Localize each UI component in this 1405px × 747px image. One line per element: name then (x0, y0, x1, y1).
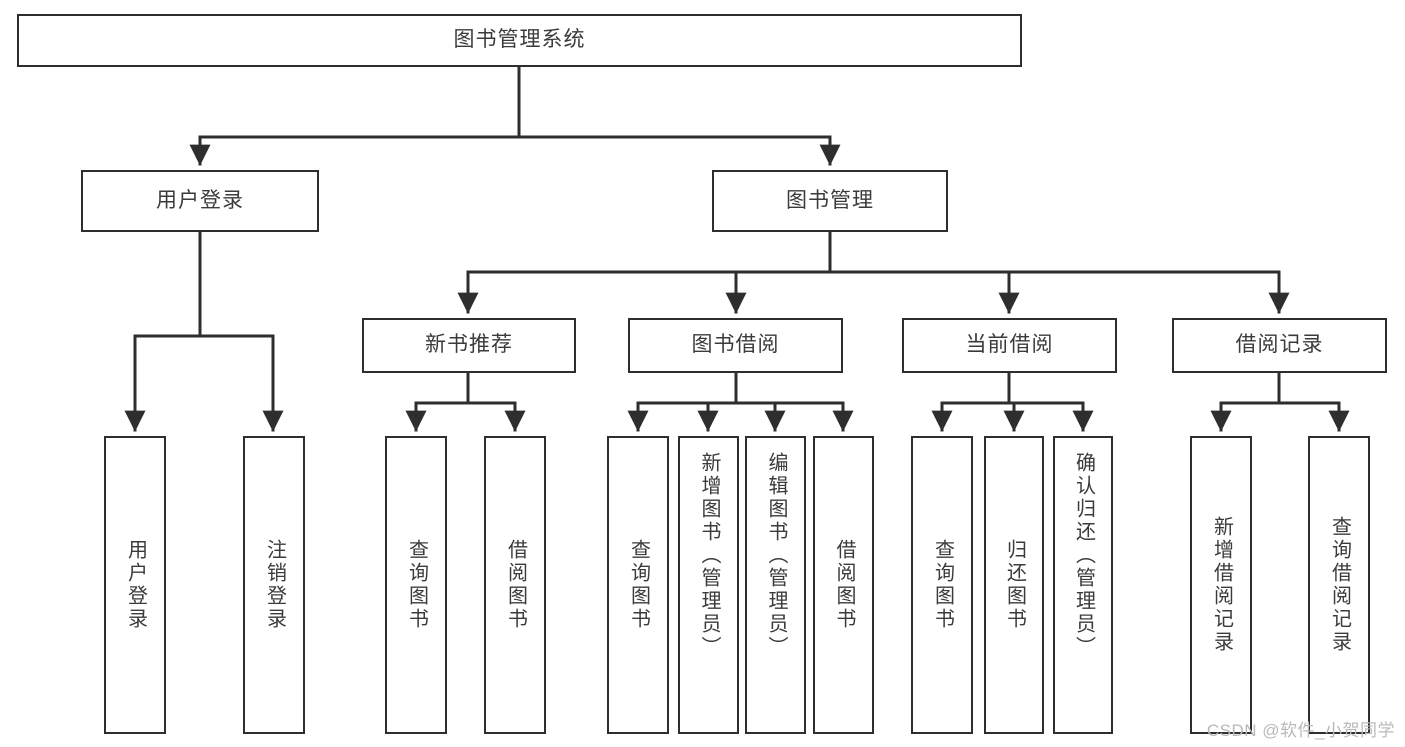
node-leaf-query-book-1[interactable]: 查询图书 (385, 436, 447, 734)
node-leaf-query-book-2-label: 查询图书 (627, 539, 650, 631)
node-leaf-edit-book-admin-label: 编辑图书（管理员） (765, 452, 787, 659)
node-leaf-query-book-1-label: 查询图书 (405, 539, 428, 631)
node-user-login-label: 用户登录 (156, 188, 244, 212)
node-leaf-logout-login[interactable]: 注销登录 (243, 436, 305, 734)
node-borrow-record[interactable]: 借阅记录 (1172, 318, 1387, 373)
node-leaf-logout-login-label: 注销登录 (263, 539, 286, 631)
node-leaf-user-login[interactable]: 用户登录 (104, 436, 166, 734)
node-leaf-return-book[interactable]: 归还图书 (984, 436, 1044, 734)
node-current-borrow[interactable]: 当前借阅 (902, 318, 1117, 373)
node-leaf-borrow-book-2-label: 借阅图书 (833, 539, 855, 631)
node-leaf-query-borrow-record-label: 查询借阅记录 (1328, 516, 1351, 654)
node-new-book-rec-label: 新书推荐 (425, 333, 513, 357)
node-leaf-return-book-label: 归还图书 (1003, 539, 1026, 631)
node-leaf-borrow-book-2[interactable]: 借阅图书 (813, 436, 874, 734)
node-leaf-confirm-return-admin[interactable]: 确认归还（管理员） (1053, 436, 1113, 734)
node-leaf-query-book-3-label: 查询图书 (931, 539, 954, 631)
node-leaf-borrow-book-1[interactable]: 借阅图书 (484, 436, 546, 734)
node-leaf-query-borrow-record[interactable]: 查询借阅记录 (1308, 436, 1370, 734)
node-leaf-add-borrow-record[interactable]: 新增借阅记录 (1190, 436, 1252, 734)
node-new-book-rec[interactable]: 新书推荐 (362, 318, 576, 373)
node-leaf-edit-book-admin[interactable]: 编辑图书（管理员） (745, 436, 806, 734)
node-user-login[interactable]: 用户登录 (81, 170, 319, 232)
csdn-watermark: CSDN @软件_小贺同学 (1206, 721, 1395, 740)
node-borrow-record-label: 借阅记录 (1235, 333, 1324, 357)
node-leaf-borrow-book-1-label: 借阅图书 (504, 539, 527, 631)
node-leaf-add-book-admin[interactable]: 新增图书（管理员） (678, 436, 739, 734)
node-root-label: 图书管理系统 (453, 28, 586, 52)
node-leaf-query-book-2[interactable]: 查询图书 (607, 436, 669, 734)
node-book-borrow[interactable]: 图书借阅 (628, 318, 843, 373)
node-leaf-user-login-label: 用户登录 (124, 539, 147, 631)
node-leaf-add-borrow-record-label: 新增借阅记录 (1210, 516, 1233, 654)
node-book-manage-label: 图书管理 (786, 188, 874, 212)
node-book-manage[interactable]: 图书管理 (712, 170, 948, 232)
node-root[interactable]: 图书管理系统 (17, 14, 1022, 67)
node-book-borrow-label: 图书借阅 (691, 333, 780, 357)
node-leaf-add-book-admin-label: 新增图书（管理员） (698, 452, 720, 659)
node-leaf-confirm-return-admin-label: 确认归还（管理员） (1072, 452, 1095, 659)
node-leaf-query-book-3[interactable]: 查询图书 (911, 436, 973, 734)
node-current-borrow-label: 当前借阅 (965, 333, 1054, 357)
